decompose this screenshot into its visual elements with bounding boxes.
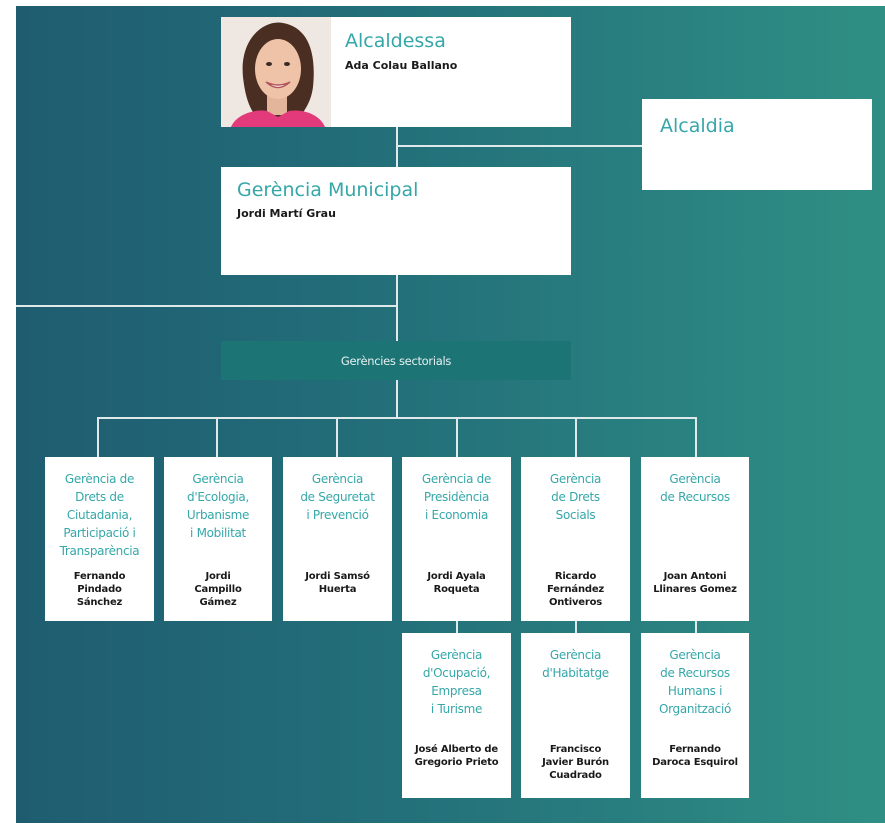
portrait-photo-icon — [221, 17, 331, 127]
connector-sub-4 — [456, 621, 458, 633]
department-title: Gerència de Drets Socials — [549, 472, 602, 522]
connector-management-down — [396, 275, 398, 341]
sub-department-title: Gerència d'Habitatge — [542, 648, 609, 680]
department-head: Ricardo Fernández Ontiveros — [546, 571, 605, 608]
connector-sectoral-down — [396, 380, 398, 418]
department-head: Fernando Pindado Sánchez — [73, 571, 126, 608]
sub-department-title: Gerència d'Ocupació, Empresa i Turisme — [422, 648, 491, 716]
department-title: Gerència de Seguretat i Prevenció — [300, 472, 375, 522]
mayor-title: Alcaldessa — [345, 30, 446, 52]
connector-left-branch — [16, 305, 397, 307]
department-title: Gerència d'Ecologia, Urbanisme i Mobilit… — [186, 472, 250, 540]
sub-department-head: José Alberto de Gregorio Prieto — [414, 744, 499, 768]
sub-department-card-3: Gerència de Recursos Humans i Organitzac… — [641, 633, 749, 798]
sub-department-card-2: Gerència d'Habitatge Francisco Javier Bu… — [521, 633, 630, 798]
connector-drop-4 — [456, 417, 458, 457]
management-title: Gerència Municipal — [237, 179, 419, 201]
department-head: Jordi Ayala Roqueta — [427, 571, 486, 595]
connector-horizontal-bus — [97, 417, 697, 419]
department-card-2: Gerència d'Ecologia, Urbanisme i Mobilit… — [164, 457, 272, 621]
connector-drop-6 — [695, 417, 697, 457]
connector-to-alcaldia — [397, 145, 642, 147]
sub-department-title: Gerència de Recursos Humans i Organitzac… — [658, 648, 732, 716]
department-card-5: Gerència de Drets Socials Ricardo Fernán… — [521, 457, 630, 621]
sub-department-card-1: Gerència d'Ocupació, Empresa i Turisme J… — [402, 633, 511, 798]
connector-sub-5 — [575, 621, 577, 633]
connector-sub-6 — [695, 621, 697, 633]
department-head: Jordi Samsó Huerta — [305, 571, 370, 595]
department-card-4: Gerència de Presidència i Economia Jordi… — [402, 457, 511, 621]
connector-drop-1 — [97, 417, 99, 457]
sectoral-management-bar: Gerències sectorials — [221, 341, 571, 380]
management-name: Jordi Martí Grau — [237, 207, 336, 220]
sub-department-head: Francisco Javier Burón Cuadrado — [542, 744, 609, 781]
mayor-box: Alcaldessa Ada Colau Ballano — [221, 17, 571, 127]
department-card-3: Gerència de Seguretat i Prevenció Jordi … — [283, 457, 392, 621]
connector-drop-5 — [575, 417, 577, 457]
sub-department-head: Fernando Daroca Esquirol — [652, 744, 738, 768]
alcaldia-box: Alcaldia — [642, 99, 872, 190]
municipal-management-box: Gerència Municipal Jordi Martí Grau — [221, 167, 571, 275]
department-title: Gerència de Drets de Ciutadania, Partici… — [59, 472, 140, 558]
department-card-1: Gerència de Drets de Ciutadania, Partici… — [45, 457, 154, 621]
connector-mayor-to-management — [396, 127, 398, 167]
department-title: Gerència de Recursos — [660, 472, 730, 504]
connector-drop-3 — [336, 417, 338, 457]
alcaldia-title: Alcaldia — [660, 115, 735, 137]
department-head: Jordi Campillo Gámez — [194, 571, 242, 608]
department-title: Gerència de Presidència i Economia — [421, 472, 492, 522]
department-card-6: Gerència de Recursos Joan Antoni Llinare… — [641, 457, 749, 621]
mayor-name: Ada Colau Ballano — [345, 59, 458, 72]
connector-drop-2 — [216, 417, 218, 457]
department-head: Joan Antoni Llinares Gomez — [653, 571, 737, 595]
